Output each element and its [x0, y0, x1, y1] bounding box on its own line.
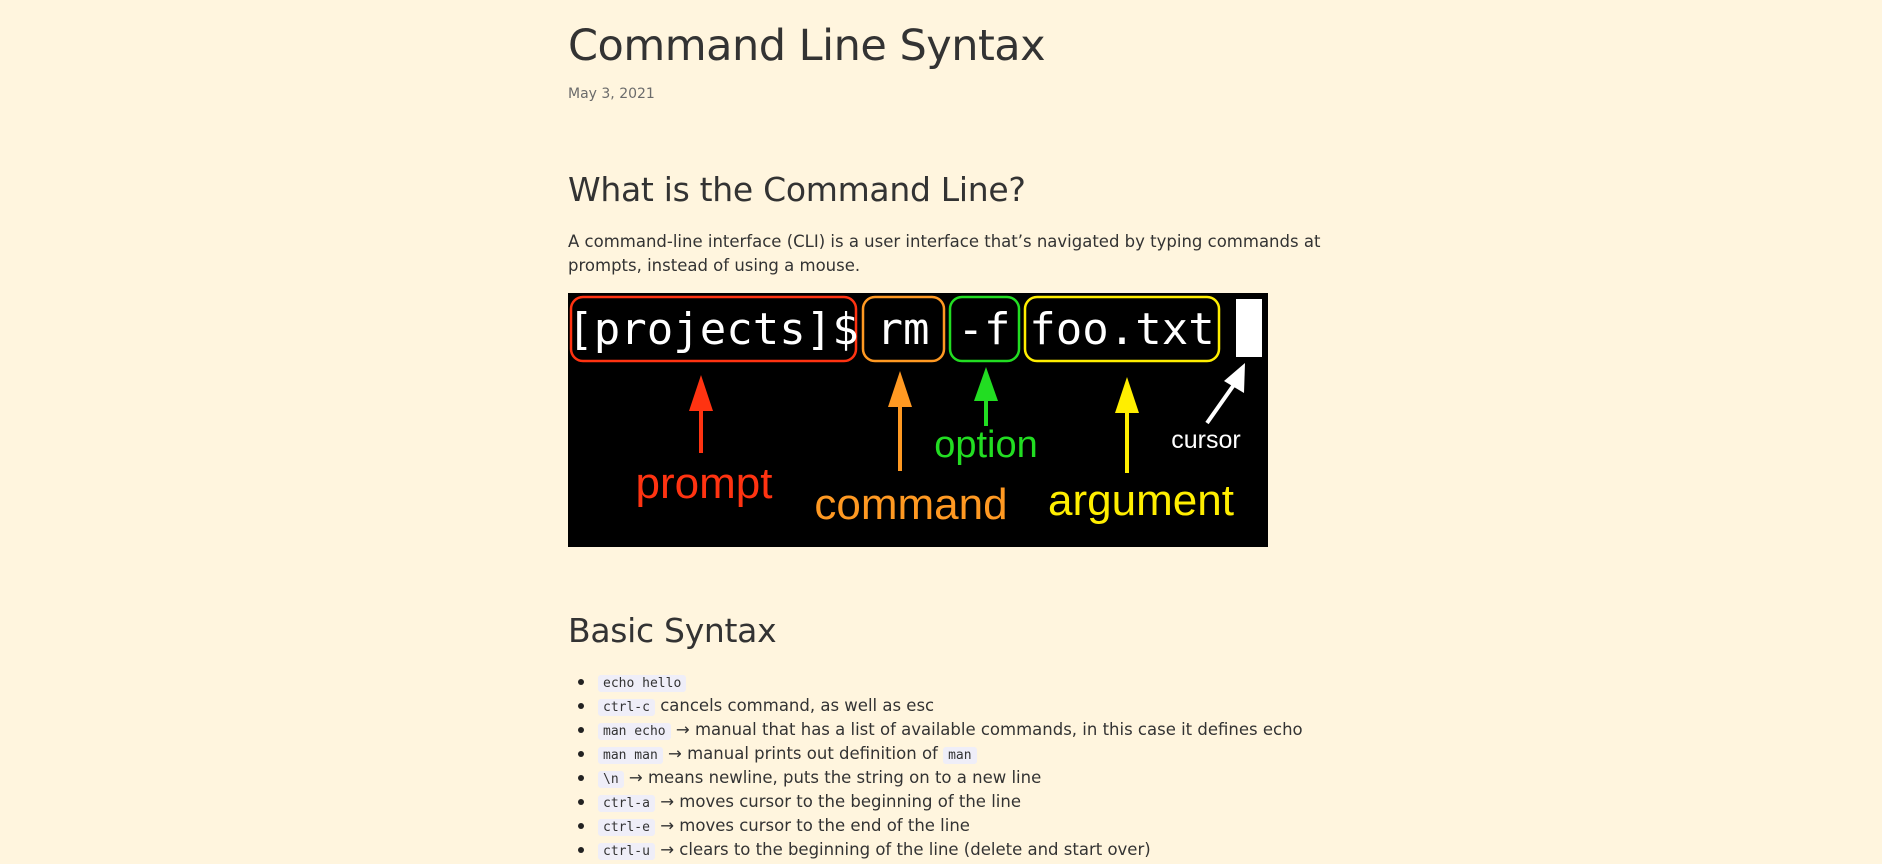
basic-syntax-list: echo hello ctrl-c cancels command, as we…: [568, 670, 1303, 862]
list-item-text: → manual prints out definition of: [662, 744, 944, 763]
command-arrow: [888, 371, 912, 471]
option-arrow: [974, 367, 998, 426]
inline-code: man man: [598, 747, 663, 764]
section-paragraph-cli: A command-line interface (CLI) is a user…: [568, 232, 1321, 275]
list-item-text: → clears to the beginning of the line (d…: [654, 840, 1151, 859]
argument-label: argument: [1048, 476, 1234, 525]
inline-code: ctrl-c: [598, 699, 655, 716]
cursor-label: cursor: [1171, 426, 1240, 454]
list-item-text: → moves cursor to the beginning of the l…: [654, 792, 1021, 811]
page-title: Command Line Syntax: [568, 21, 1046, 71]
post-date: May 3, 2021: [568, 86, 655, 102]
list-item: echo hello: [578, 670, 1303, 694]
list-item-text: → manual that has a list of available co…: [670, 720, 1303, 739]
prompt-box: [569, 295, 858, 363]
inline-code: ctrl-u: [598, 843, 655, 860]
inline-code: man echo: [598, 723, 671, 740]
section-heading-basic-syntax: Basic Syntax: [568, 611, 777, 650]
list-item: man man → manual prints out definition o…: [578, 742, 1303, 766]
list-item: ctrl-c cancels command, as well as esc: [578, 694, 1303, 718]
list-item: \n → means newline, puts the string on t…: [578, 766, 1303, 790]
list-item-text: cancels command, as well as esc: [654, 696, 935, 715]
list-item: ctrl-e → moves cursor to the end of the …: [578, 814, 1303, 838]
cursor-arrow: [1205, 363, 1245, 425]
command-text: rm: [877, 304, 930, 355]
inline-code: echo hello: [598, 675, 687, 692]
argument-box: [1023, 295, 1221, 363]
prompt-text: [projects]$: [568, 304, 859, 355]
list-item: ctrl-a → moves cursor to the beginning o…: [578, 790, 1303, 814]
option-label: option: [934, 424, 1038, 466]
inline-code: ctrl-a: [598, 795, 655, 812]
list-item-text: → means newline, puts the string on to a…: [623, 768, 1042, 787]
section-heading-cli: What is the Command Line?: [568, 170, 1026, 209]
inline-code: ctrl-e: [598, 819, 655, 836]
list-item-text: → moves cursor to the end of the line: [654, 816, 970, 835]
argument-arrow: [1115, 377, 1139, 473]
command-line-syntax-diagram: [projects]$ rm -f foo.txt: [568, 293, 1268, 547]
option-box: [948, 295, 1021, 363]
argument-text: foo.txt: [1029, 304, 1214, 355]
prompt-arrow: [689, 375, 713, 453]
command-box: [861, 295, 946, 363]
option-text: -f: [958, 304, 1011, 355]
list-item: ctrl-u → clears to the beginning of the …: [578, 838, 1303, 862]
prompt-label: prompt: [636, 459, 773, 508]
list-item: man echo → manual that has a list of ava…: [578, 718, 1303, 742]
inline-code: \n: [598, 771, 624, 788]
cursor-block: [1236, 299, 1262, 357]
inline-code: man: [943, 747, 977, 764]
command-label: command: [814, 480, 1007, 529]
